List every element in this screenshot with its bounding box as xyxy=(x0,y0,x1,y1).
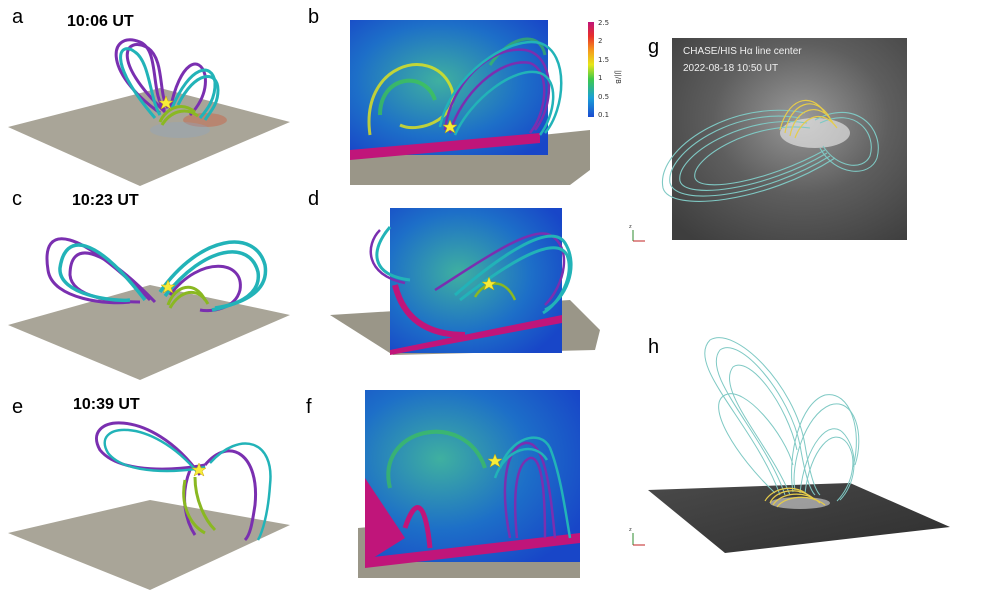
null-point-star xyxy=(487,453,503,468)
field-lines-yellow xyxy=(764,487,826,508)
null-point-star xyxy=(481,276,497,291)
field-lines-pale-cyan xyxy=(661,109,879,202)
panel-c-figure xyxy=(8,237,290,380)
field-lines-cyan xyxy=(103,428,272,541)
null-point-star xyxy=(191,462,207,477)
panel-e-figure xyxy=(8,421,290,590)
panel-time-c: 10:23 UT xyxy=(72,192,139,209)
panel-label-c: c xyxy=(12,188,22,210)
field-lines-yellow xyxy=(779,99,838,139)
svg-text:z: z xyxy=(629,527,632,533)
panel-label-d: d xyxy=(308,188,320,210)
panel-f-figure xyxy=(358,390,580,578)
field-lines-cyan xyxy=(375,226,573,315)
null-point-star xyxy=(158,95,174,110)
svg-text:1: 1 xyxy=(598,74,602,82)
instrument-label: CHASE/HIS Hα line center xyxy=(683,46,802,57)
panel-label-e: e xyxy=(12,396,24,418)
panel-time-a: 10:06 UT xyxy=(67,13,134,30)
photosphere-plane xyxy=(648,483,950,553)
panel-h-figure: z xyxy=(629,337,950,553)
panel-label-a: a xyxy=(12,6,24,28)
panel-label-b: b xyxy=(308,6,320,28)
current-slice xyxy=(390,208,562,353)
panel-label-g: g xyxy=(648,36,660,58)
panel-g-figure: CHASE/HIS Hα line center 2022-08-18 10:5… xyxy=(629,38,907,242)
photosphere-plane xyxy=(8,88,290,186)
colorbar-title: |J|/B xyxy=(614,70,622,84)
field-lines-cyan xyxy=(119,47,220,121)
field-lines-purple xyxy=(443,48,551,134)
svg-text:0.1: 0.1 xyxy=(598,111,609,119)
colorbar xyxy=(588,22,594,117)
field-lines-green xyxy=(158,105,199,126)
colorbar-ticks: 2.5 2 1.5 1 0.5 0.1 xyxy=(598,19,609,119)
axis-triad: z xyxy=(629,224,645,242)
panel-d-figure xyxy=(330,208,600,355)
null-point-star xyxy=(442,119,458,134)
panel-b-figure: 2.5 2 1.5 1 0.5 0.1 |J|/B xyxy=(350,19,622,185)
panel-label-h: h xyxy=(648,336,660,358)
field-lines-cyan xyxy=(438,40,563,136)
svg-text:1.5: 1.5 xyxy=(598,56,609,64)
null-point-star xyxy=(160,279,176,294)
field-lines-pale-cyan xyxy=(704,337,860,502)
axis-triad: z xyxy=(629,527,645,546)
svg-text:z: z xyxy=(629,224,632,230)
field-lines-cyan xyxy=(58,240,268,312)
field-lines-purple xyxy=(503,441,557,539)
field-lines-green xyxy=(166,285,210,309)
panel-time-e: 10:39 UT xyxy=(73,396,140,413)
panel-a-figure xyxy=(8,38,290,186)
date-label: 2022-08-18 10:50 UT xyxy=(683,63,778,74)
panel-label-f: f xyxy=(306,396,312,418)
field-lines-green xyxy=(182,476,217,535)
svg-text:2: 2 xyxy=(598,37,602,45)
field-lines-cyan xyxy=(493,436,572,539)
photosphere-plane xyxy=(8,500,290,590)
field-lines-green xyxy=(473,282,517,301)
svg-text:2.5: 2.5 xyxy=(598,19,609,27)
svg-text:0.5: 0.5 xyxy=(598,93,609,101)
